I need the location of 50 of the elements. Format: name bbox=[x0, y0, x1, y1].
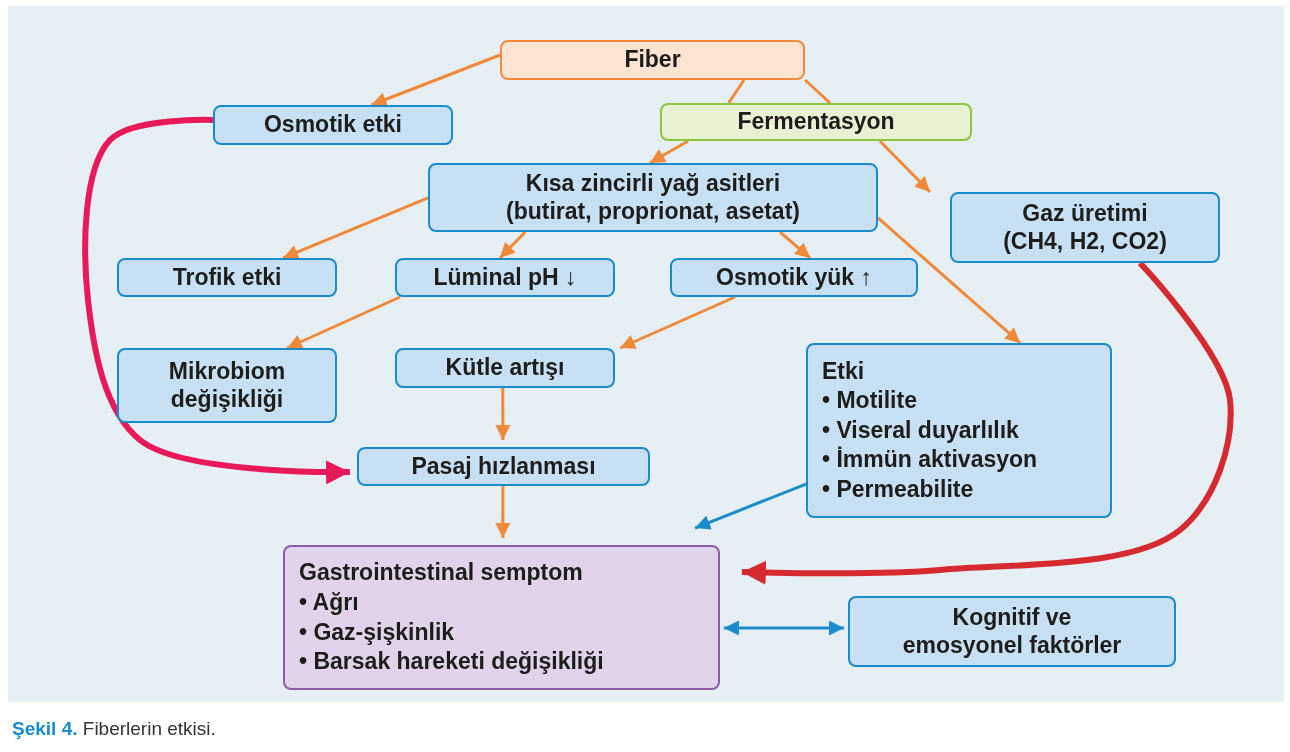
arrow bbox=[495, 388, 511, 440]
bullet-item: • Motilite bbox=[822, 386, 917, 416]
arrow bbox=[495, 486, 511, 539]
arrow bbox=[877, 216, 1022, 345]
node-label: Fermentasyon bbox=[736, 108, 896, 136]
process-box bbox=[395, 258, 615, 297]
bullet-item: • Gaz-şişkinlik bbox=[299, 617, 455, 647]
node-label: Fiber bbox=[623, 46, 682, 74]
process-box bbox=[395, 348, 615, 388]
arrow bbox=[82, 116, 350, 485]
process-box bbox=[848, 596, 1176, 667]
node-label: Osmotik etki bbox=[262, 111, 403, 139]
node-label: Kognitif ve emosyonel faktörler bbox=[901, 603, 1123, 660]
node-label: Osmotik yük ↑ bbox=[715, 263, 873, 292]
node-label: Mikrobiom değişikliği bbox=[167, 357, 287, 414]
process-box bbox=[428, 163, 878, 232]
arrow bbox=[878, 139, 932, 194]
box-heading: Gastrointestinal semptom bbox=[299, 558, 583, 588]
bullet-item: • İmmün aktivasyon bbox=[822, 445, 1038, 475]
arrow bbox=[370, 53, 501, 107]
node-label: Gaz üretimi (CH4, H2, CO2) bbox=[1002, 199, 1168, 256]
process-box bbox=[213, 105, 453, 145]
process-box bbox=[660, 103, 972, 141]
arrow bbox=[778, 230, 812, 260]
arrow bbox=[619, 295, 736, 350]
process-box bbox=[670, 258, 918, 297]
node-label: Kısa zincirli yağ asitleri (butirat, proprionat, asetat) bbox=[505, 169, 801, 226]
arrow bbox=[286, 295, 401, 350]
bullet-item: • Ağrı bbox=[299, 587, 359, 617]
process-box bbox=[500, 40, 805, 80]
process-box bbox=[117, 348, 337, 423]
box-heading: Etki bbox=[822, 356, 865, 386]
process-box bbox=[806, 343, 1112, 518]
figure-caption: Şekil 4. Fiberlerin etkisi. bbox=[12, 718, 216, 740]
bullet-item: • Viseral duyarlılık bbox=[822, 415, 1019, 445]
bullet-item: • Permeabilite bbox=[822, 474, 974, 504]
process-box bbox=[283, 545, 720, 690]
node-label: Trofik etki bbox=[171, 263, 283, 292]
process-box bbox=[357, 447, 650, 486]
bullet-item: • Barsak hareketi değişikliği bbox=[299, 647, 604, 677]
process-box bbox=[117, 258, 337, 297]
process-box bbox=[950, 192, 1220, 263]
arrow bbox=[694, 482, 807, 530]
arrow bbox=[741, 260, 1234, 585]
node-label: Kütle artışı bbox=[444, 354, 566, 382]
arrow bbox=[723, 620, 845, 636]
node-label: Lüminal pH ↓ bbox=[432, 263, 578, 292]
arrow bbox=[282, 196, 429, 260]
arrow bbox=[498, 230, 527, 260]
node-label: Pasaj hızlanması bbox=[410, 452, 597, 481]
